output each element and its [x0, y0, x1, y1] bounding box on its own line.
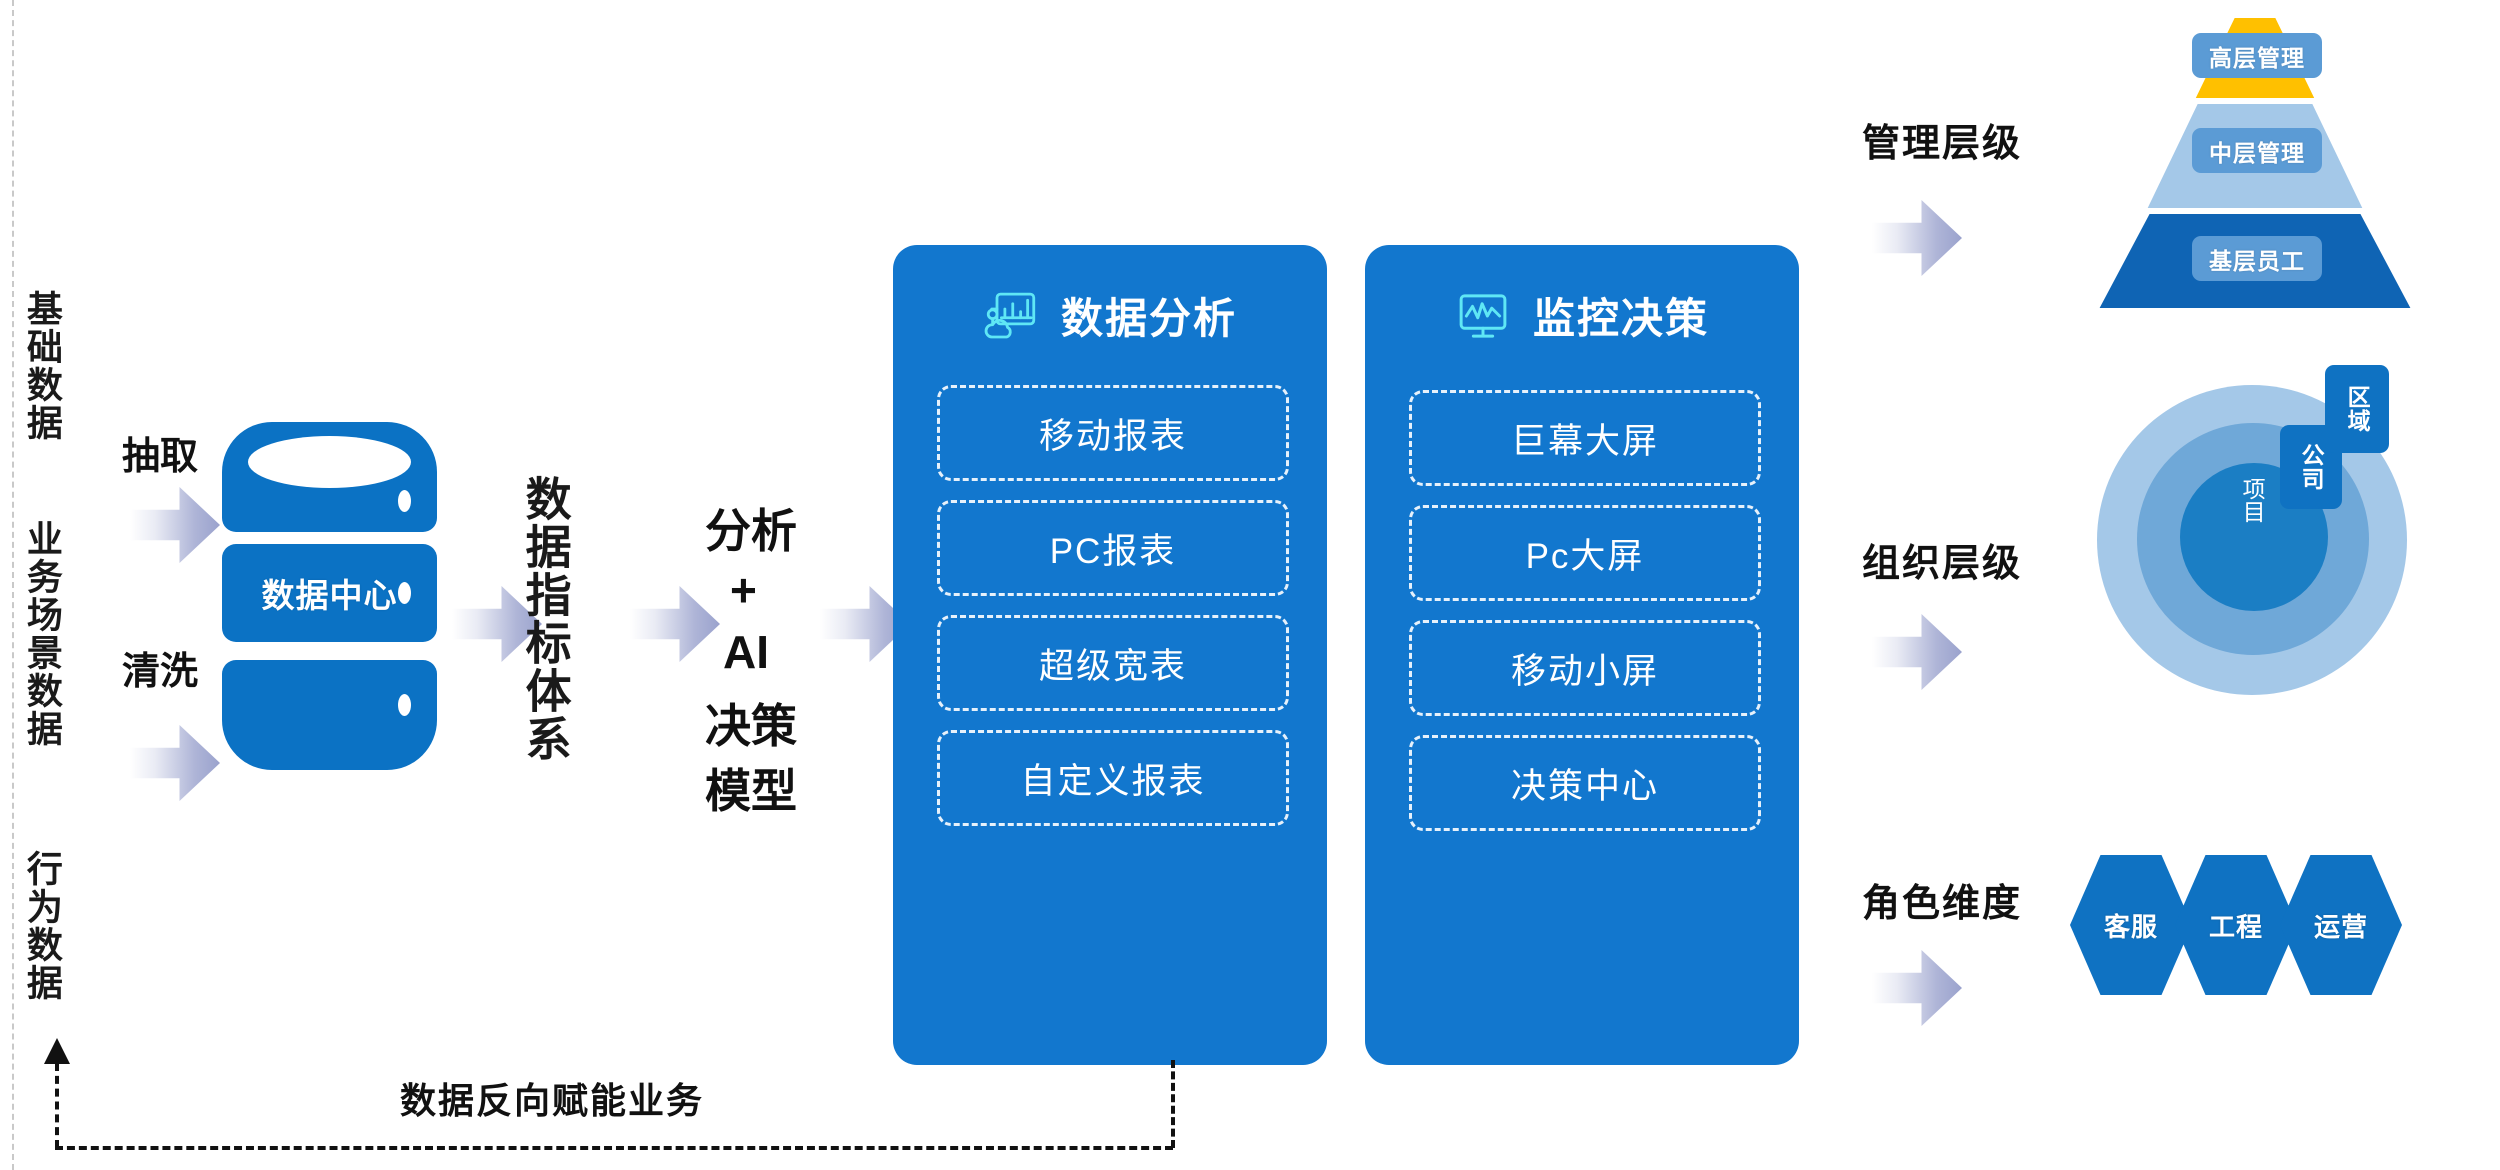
- feedback-caption: 数据反向赋能业务: [400, 1080, 705, 1121]
- model-label-analysis: 分析: [705, 505, 797, 557]
- arrow-extract-to-datacenter: [130, 487, 220, 563]
- arrow-to-role-hexagons: [1872, 950, 1962, 1026]
- db-led-middle: [398, 582, 411, 604]
- role-hexagon-operations[interactable]: 运营: [2280, 855, 2402, 995]
- db-led-bottom: [398, 694, 411, 716]
- management-pyramid: 高层管理 中层管理 基层员工: [2070, 18, 2440, 308]
- pyramid-tag-senior[interactable]: 高层管理: [2192, 33, 2322, 78]
- role-hexagon-engineering[interactable]: 工程: [2175, 855, 2297, 995]
- chip-super-wide-table[interactable]: 超级宽表: [937, 615, 1289, 711]
- dimension-label-management: 管理层级: [1862, 123, 2023, 165]
- data-center-stack: 数据中心: [222, 422, 437, 822]
- arrow-to-organization-rings: [1872, 614, 1962, 690]
- chip-pc-report[interactable]: PC报表: [937, 500, 1289, 596]
- feedback-line-left: [55, 1063, 59, 1148]
- feedback-arrow-head: [44, 1038, 70, 1064]
- pyramid-tag-frontline[interactable]: 基层员工: [2192, 236, 2322, 281]
- left-boundary-divider: [12, 0, 14, 1170]
- feedback-line-bottom: [55, 1146, 1173, 1150]
- pyramid-tag-middle[interactable]: 中层管理: [2192, 128, 2322, 173]
- panel-monitor-decision-header: 监控决策: [1365, 285, 1799, 346]
- db-segment-top: [222, 422, 437, 532]
- chip-giant-screen[interactable]: 巨幕大屏: [1409, 390, 1761, 486]
- data-center-label: 数据中心: [261, 577, 398, 614]
- feedback-line-right: [1171, 1060, 1175, 1148]
- data-source-basic: 基础数据: [21, 290, 63, 442]
- model-label-decision: 决策: [705, 700, 797, 752]
- arrow-clean-to-datacenter: [130, 725, 220, 801]
- chip-pc-big-screen[interactable]: Pc大屏: [1409, 505, 1761, 601]
- arrow-to-management-pyramid: [1872, 200, 1962, 276]
- dimension-label-organization: 组织层级: [1862, 543, 2023, 585]
- org-label-project: 项目: [2239, 477, 2266, 523]
- model-label-model: 模型: [705, 765, 797, 817]
- panel-monitor-decision[interactable]: 监控决策 巨幕大屏 Pc大屏 移动小屏 决策中心: [1365, 245, 1799, 1065]
- dashboard-chart-cloud-icon: [984, 292, 1036, 338]
- model-label-ai: AI: [723, 626, 769, 678]
- chip-mobile-report[interactable]: 移动报表: [937, 385, 1289, 481]
- db-segment-bottom: [222, 660, 437, 770]
- panel-data-analysis-title: 数据分析: [1060, 295, 1237, 342]
- role-hexagon-customer-service[interactable]: 客服: [2070, 855, 2192, 995]
- extract-label: 抽取: [122, 436, 199, 478]
- chip-custom-report[interactable]: 自定义报表: [937, 730, 1289, 826]
- monitor-pulse-icon: [1459, 293, 1507, 338]
- clean-label: 清洗: [122, 651, 199, 693]
- model-label-plus: +: [730, 564, 757, 616]
- panel-data-analysis-header: 数据分析: [893, 285, 1327, 346]
- arrow-indicator-to-model: [630, 586, 720, 662]
- db-led-top: [398, 490, 411, 512]
- panel-data-analysis[interactable]: 数据分析 移动报表 PC报表 超级宽表 自定义报表: [893, 245, 1327, 1065]
- indicator-system-label: 数据指标体系: [519, 475, 572, 763]
- chip-decision-center[interactable]: 决策中心: [1409, 735, 1761, 831]
- org-tag-region[interactable]: 区域: [2325, 365, 2389, 453]
- dimension-label-role: 角色维度: [1862, 883, 2023, 925]
- panel-monitor-decision-title: 监控决策: [1532, 295, 1709, 342]
- organization-rings: 项目 公司 区域: [2097, 365, 2407, 695]
- chip-mobile-small-screen[interactable]: 移动小屏: [1409, 620, 1761, 716]
- db-segment-middle: 数据中心: [222, 544, 437, 642]
- data-source-behavior: 行为数据: [21, 850, 63, 1002]
- data-source-business: 业务场景数据: [21, 520, 63, 748]
